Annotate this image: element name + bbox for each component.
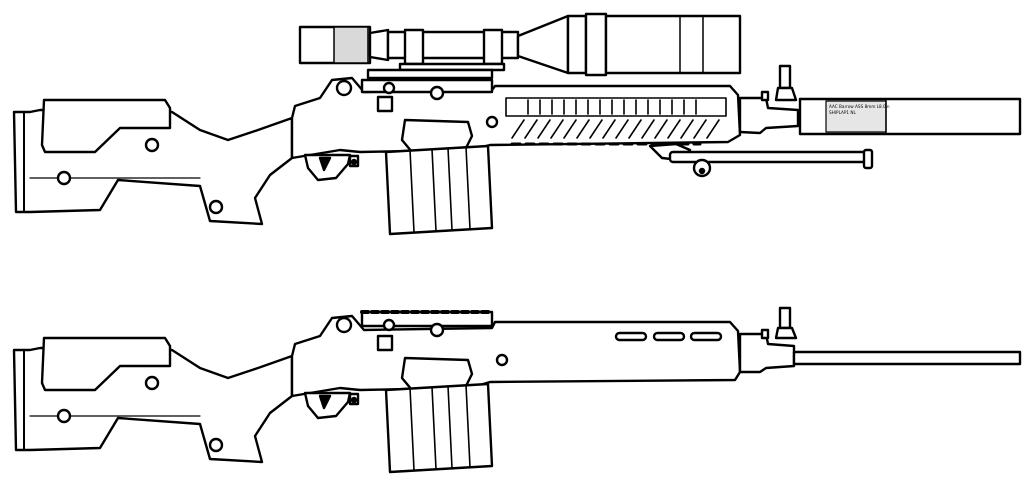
magazine: [384, 382, 494, 474]
cheek-rest: [40, 336, 172, 392]
suppressor-label-line2: SHIPLAP1 NL: [829, 110, 857, 115]
bipod: [648, 142, 874, 178]
scope-mount-rail: [360, 310, 494, 328]
receiver: [290, 314, 742, 398]
cheek-rest: [40, 98, 172, 154]
suppressor-label-line1: AAC Barrow ASS 8mm L8.0in: [829, 104, 890, 109]
rifle-bottom: [12, 306, 1022, 474]
barrel: [792, 350, 1022, 366]
magazine: [384, 144, 494, 236]
rifle-scope: [298, 12, 742, 80]
rifle-top: AAC Barrow ASS 8mm L8.0in SHIPLAP1 NL: [12, 12, 1022, 236]
gas-block: [738, 96, 800, 135]
gas-block: [738, 332, 796, 374]
